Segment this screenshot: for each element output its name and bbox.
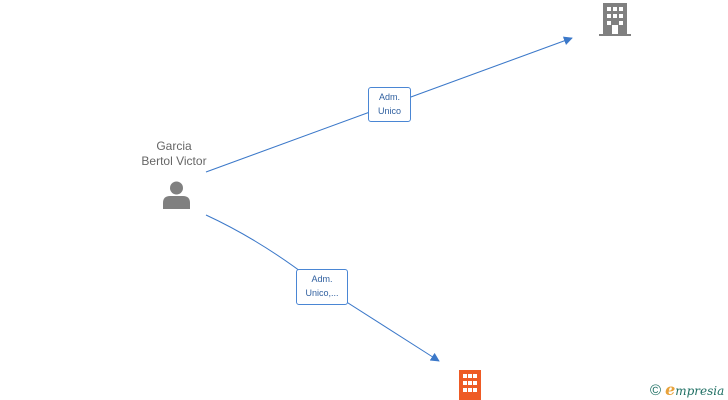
person-name[interactable]: Garcia Bertol Victor (122, 139, 226, 169)
building-icon[interactable] (456, 370, 484, 400)
person-name-line2: Bertol Victor (141, 154, 207, 168)
relation-label-line1: Adm. (311, 274, 333, 284)
relation-label-line2: Unico (377, 106, 401, 116)
relation-label-line1: Adm. (378, 92, 400, 102)
relation-label[interactable]: Adm. Unico (368, 87, 411, 122)
watermark: ©empresia (650, 380, 724, 399)
relation-label-line2: Unico,... (305, 288, 339, 298)
person-icon[interactable] (162, 180, 191, 209)
person-name-line1: Garcia (156, 139, 192, 153)
relation-label[interactable]: Adm. Unico,... (296, 269, 348, 305)
building-icon[interactable] (599, 3, 631, 36)
brand-logo: empresia (665, 380, 725, 399)
copyright-icon: © (650, 382, 662, 399)
